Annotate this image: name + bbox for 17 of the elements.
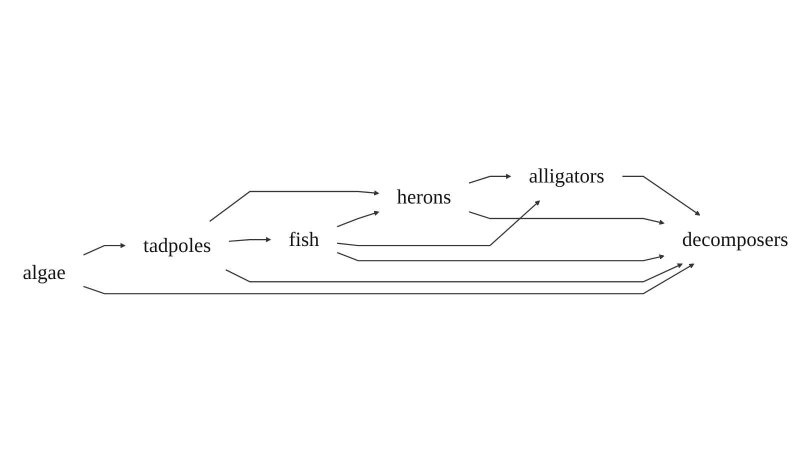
node-text: tadpoles bbox=[143, 234, 212, 257]
arrow bbox=[622, 176, 700, 216]
arrow bbox=[337, 200, 540, 246]
arrow bbox=[336, 252, 664, 262]
node-text: fish bbox=[288, 228, 320, 251]
arrow bbox=[468, 211, 664, 225]
node-text: algae bbox=[22, 262, 66, 284]
arrow bbox=[83, 242, 126, 256]
node-text: herons bbox=[396, 186, 452, 209]
arrow bbox=[228, 236, 272, 242]
arrow bbox=[468, 174, 512, 184]
arrow bbox=[336, 210, 380, 228]
arrow bbox=[209, 190, 380, 222]
node-text: decomposers bbox=[682, 228, 788, 251]
node-text: alligators bbox=[528, 165, 604, 188]
arrow bbox=[226, 263, 683, 282]
arrow bbox=[83, 264, 694, 294]
